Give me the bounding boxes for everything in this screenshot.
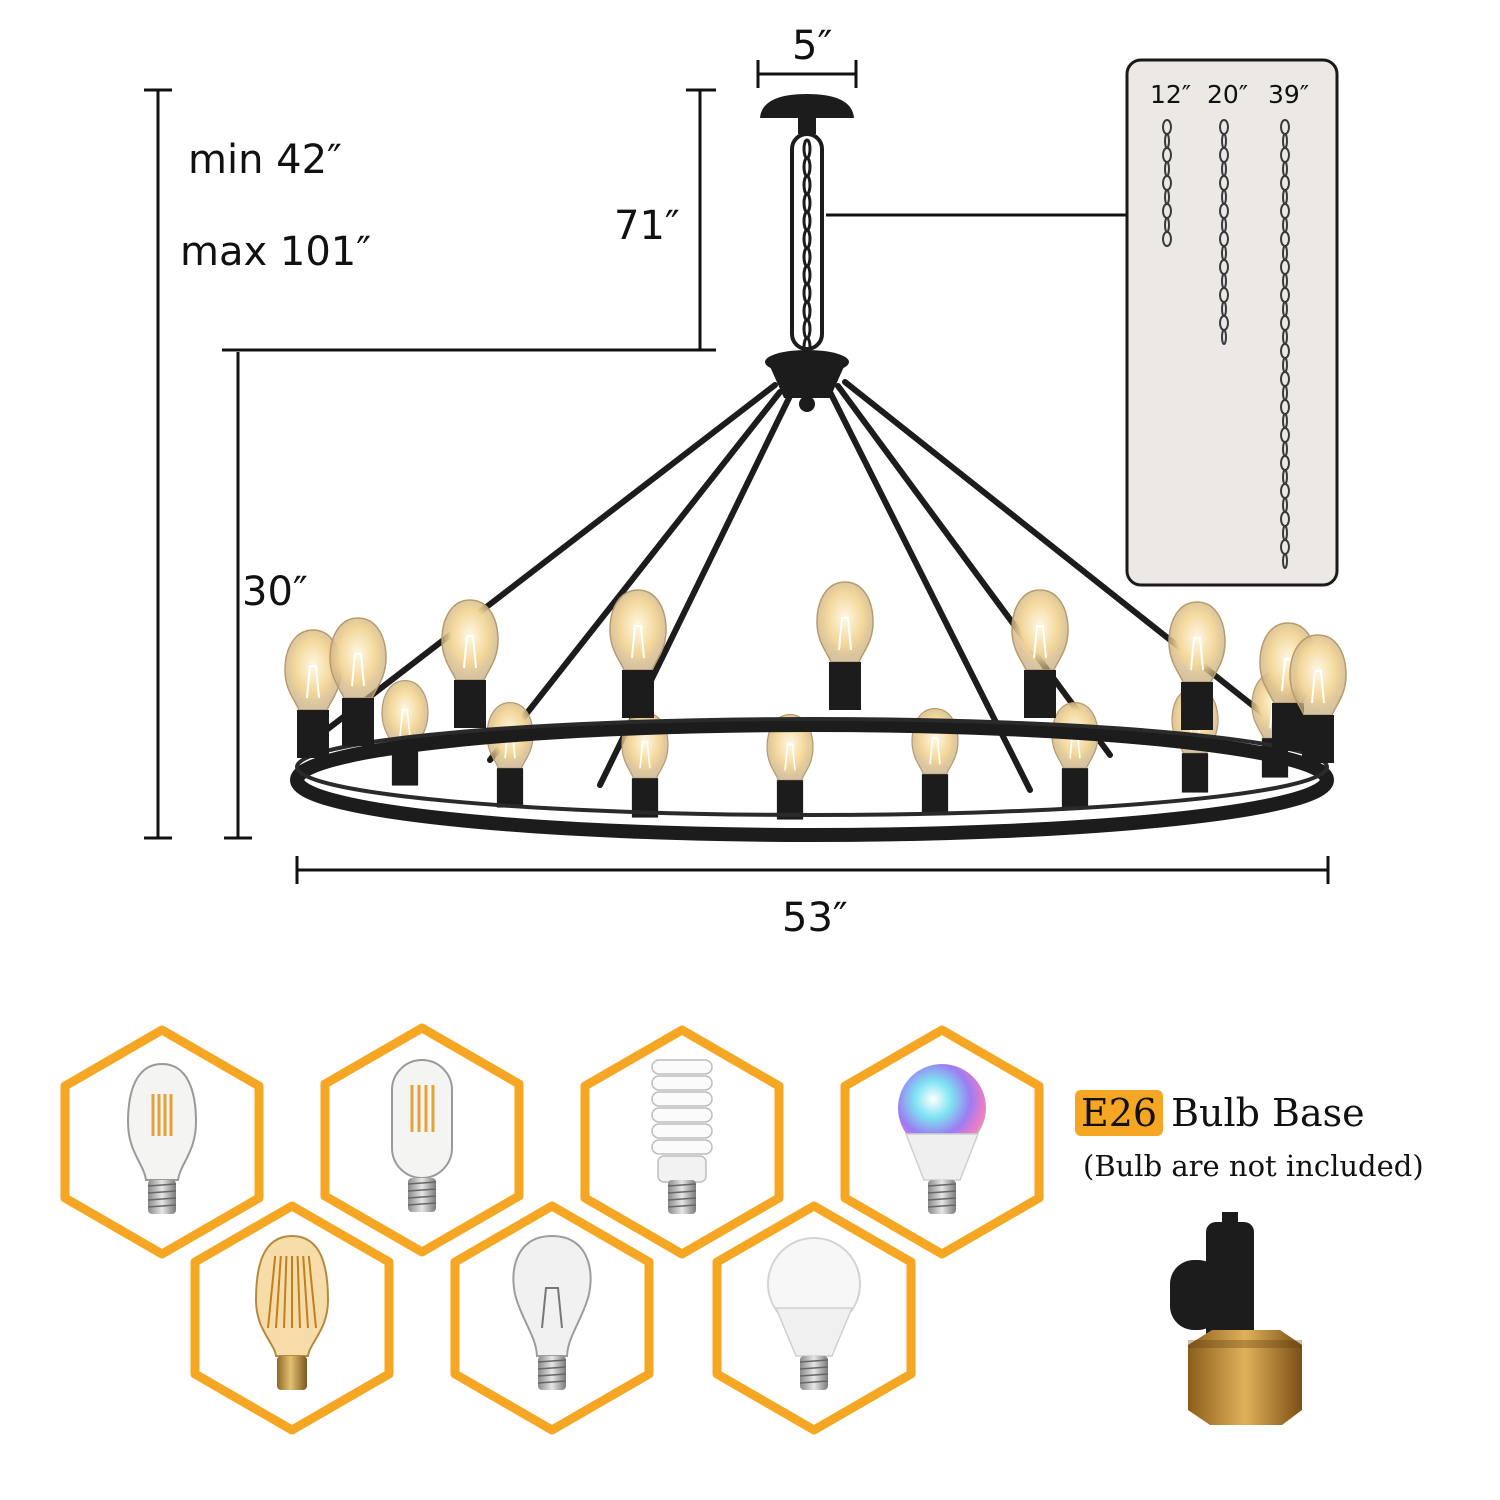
front-bulb-5 (816, 581, 874, 710)
a19-incandescent-bulb-icon (450, 1201, 654, 1435)
chain-link (802, 282, 812, 304)
support-arm-6 (842, 379, 1293, 738)
a19-led-bulb-icon (712, 1201, 916, 1435)
chain-link (802, 156, 812, 178)
main-chain (802, 138, 812, 358)
chain-link (802, 192, 812, 214)
front-bulb-7 (1168, 601, 1226, 730)
chain-length-12: 12″ (1150, 80, 1192, 109)
chain-length-20: 20″ (1207, 80, 1249, 109)
dimension-lines (144, 60, 1330, 884)
front-bulb-6 (1011, 589, 1069, 718)
front-bulb-4 (609, 589, 667, 718)
front-bulb-9 (1289, 634, 1347, 763)
chain-samples (1162, 119, 1290, 569)
e26-socket-icon (1170, 1212, 1302, 1425)
front-bulbs (284, 581, 1347, 763)
t45-tubular-filament-bulb-icon (320, 1023, 524, 1257)
chain-link (802, 210, 812, 232)
back-bulb-6 (1051, 701, 1099, 808)
chain-link (802, 300, 812, 322)
front-bulb-1 (284, 629, 342, 758)
chain-link (802, 264, 812, 286)
bulb-not-included-note: (Bulb are not included) (1083, 1149, 1424, 1183)
compatible-bulb-types (60, 1023, 1044, 1435)
front-bulb-2 (329, 617, 387, 746)
chain-link (802, 246, 812, 268)
chain-length-39: 39″ (1268, 80, 1310, 109)
chain-sample-3 (1280, 119, 1290, 569)
chandelier-illustration (284, 94, 1347, 842)
chain-link (802, 228, 812, 250)
chain-sample-1 (1162, 119, 1172, 247)
body-height-label: 30″ (242, 569, 308, 615)
max-height-label: max 101″ (180, 229, 372, 275)
rgb-smart-bulb-icon (840, 1025, 1044, 1259)
back-bulb-2 (486, 701, 534, 808)
st64-edison-filament-bulb-icon (60, 1025, 264, 1259)
back-bulb-1 (381, 679, 429, 786)
chain-link (802, 318, 812, 340)
chain-length-panel (1125, 58, 1339, 587)
width-label: 53″ (782, 895, 848, 941)
front-bulb-3 (441, 599, 499, 728)
support-arm-5 (835, 383, 1113, 758)
cfl-spiral-bulb-icon (580, 1025, 784, 1259)
top-width-label: 5″ (792, 23, 833, 69)
bulb-base-label: Bulb Base (1171, 1091, 1365, 1135)
min-height-label: min 42″ (188, 137, 342, 183)
chain-sample-2 (1219, 119, 1229, 345)
vintage-squirrel-cage-bulb-icon (190, 1201, 394, 1435)
support-arm-2 (487, 389, 783, 763)
support-arm-1 (317, 382, 778, 738)
overall-height-label: 71″ (614, 203, 680, 249)
chain-link (802, 174, 812, 196)
e26-badge: E26 (1075, 1090, 1164, 1136)
chain-link (802, 138, 812, 160)
